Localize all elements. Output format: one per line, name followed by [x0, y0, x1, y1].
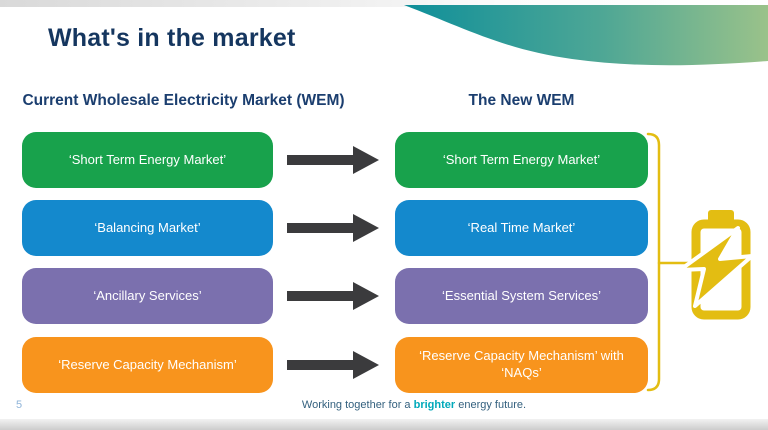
footer-highlight: brighter [413, 399, 456, 411]
column-heading-current-wem: Current Wholesale Electricity Market (WE… [22, 92, 345, 109]
market-box: ‘Essential System Services’ [395, 268, 648, 324]
footer-text-suffix: energy future. [455, 399, 527, 411]
corner-swoosh-graphic [404, 5, 768, 66]
right-arrow-icon [287, 146, 379, 174]
market-box: ‘Real Time Market’ [395, 200, 648, 256]
bottom-letterbox [0, 419, 768, 430]
column-heading-new-wem: The New WEM [468, 92, 575, 109]
market-box: ‘Ancillary Services’ [22, 268, 273, 324]
market-box: ‘Short Term Energy Market’ [395, 132, 648, 188]
right-arrow-icon [287, 351, 379, 379]
footer-tagline: Working together for a brighter energy f… [60, 399, 768, 411]
market-box: ‘Short Term Energy Market’ [22, 132, 273, 188]
market-box: ‘Balancing Market’ [22, 200, 273, 256]
footer-text-prefix: Working together for a [301, 399, 414, 411]
top-letterbox [0, 0, 768, 7]
market-box: ‘Reserve Capacity Mechanism’ with ‘NAQs’ [395, 337, 648, 393]
market-box: ‘Reserve Capacity Mechanism’ [22, 337, 273, 393]
page-number: 5 [16, 399, 23, 411]
slide-title: What's in the market [48, 24, 296, 52]
battery-charging-icon [678, 210, 754, 320]
right-arrow-icon [287, 282, 379, 310]
right-arrow-icon [287, 214, 379, 242]
